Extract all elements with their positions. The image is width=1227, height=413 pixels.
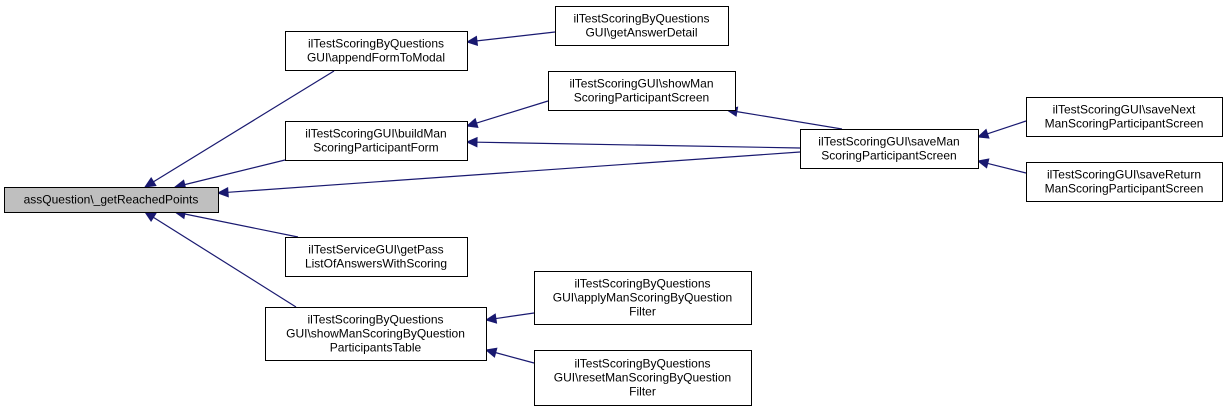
node-buildMan[interactable]: ilTestScoringGUI\buildManScoringParticip… — [285, 121, 468, 161]
node-label-line: GUI\getAnswerDetail — [585, 26, 697, 40]
edge-showManByQ-root — [153, 216, 297, 308]
arrowhead-resetFilter-showManByQ — [484, 347, 498, 358]
node-label-line: ilTestScoringGUI\saveReturn — [1047, 168, 1201, 182]
arrowhead-showMan-buildMan — [465, 117, 479, 128]
node-getAnswerDetail[interactable]: ilTestScoringByQuestionsGUI\getAnswerDet… — [555, 6, 729, 46]
node-box — [555, 6, 729, 46]
edge-getPass-root — [184, 213, 299, 238]
arrowhead-saveNext-saveMan — [976, 128, 990, 139]
node-box — [548, 71, 736, 111]
edge-saveNext-saveMan — [987, 120, 1027, 135]
edge-saveReturn-saveMan — [987, 162, 1027, 174]
node-box — [534, 350, 752, 406]
node-box — [285, 121, 468, 161]
node-saveNext[interactable]: ilTestScoringGUI\saveNextManScoringParti… — [1026, 97, 1223, 137]
node-label-line: ilTestScoringByQuestions — [573, 12, 709, 26]
node-label-line: GUI\applyManScoringByQuestion — [553, 291, 732, 305]
edge-buildMan-root — [184, 159, 286, 186]
node-label-line: Filter — [629, 385, 656, 399]
node-root[interactable]: assQuestion\_getReachedPoints — [4, 187, 219, 213]
node-label-line: ManScoringParticipantScreen — [1045, 117, 1204, 131]
edge-showMan-buildMan — [476, 100, 549, 124]
node-label-line: ilTestScoringByQuestions — [308, 37, 444, 51]
node-box — [1026, 162, 1223, 202]
node-label-line: ilTestServiceGUI\getPass — [308, 243, 443, 257]
arrowhead-saveReturn-saveMan — [976, 158, 990, 169]
edge-applyFilter-showManByQ — [495, 312, 535, 320]
node-label-line: ScoringParticipantForm — [313, 141, 438, 155]
node-label-line: Filter — [629, 305, 656, 319]
node-label-line: GUI\resetManScoringByQuestion — [554, 371, 731, 385]
node-saveMan[interactable]: ilTestScoringGUI\saveManScoringParticipa… — [800, 129, 979, 169]
node-getPass[interactable]: ilTestServiceGUI\getPassListOfAnswersWit… — [285, 237, 468, 277]
node-label-line: GUI\showManScoringByQuestion — [286, 327, 465, 341]
edge-appendForm-root — [153, 70, 335, 183]
node-appendForm[interactable]: ilTestScoringByQuestionsGUI\appendFormTo… — [285, 31, 468, 71]
node-box — [1026, 97, 1223, 137]
node-label-line: ScoringParticipantScreen — [574, 91, 709, 105]
node-label-line: ilTestScoringGUI\buildMan — [305, 127, 446, 141]
node-box — [285, 31, 468, 71]
arrowhead-applyFilter-showManByQ — [484, 313, 498, 324]
node-label-line: ScoringParticipantScreen — [821, 149, 956, 163]
node-label-line: ilTestScoringGUI\saveMan — [818, 135, 959, 149]
node-label-line: ParticipantsTable — [330, 341, 422, 355]
nodes-layer: assQuestion\_getReachedPoints ilTestScori… — [4, 6, 1223, 406]
node-box — [265, 307, 487, 361]
node-box — [285, 237, 468, 277]
node-label-line: ilTestScoringByQuestions — [307, 313, 443, 327]
node-label-line: ManScoringParticipantScreen — [1045, 182, 1204, 196]
node-label-line: ilTestScoringGUI\saveNext — [1053, 103, 1196, 117]
node-resetFilter[interactable]: ilTestScoringByQuestionsGUI\resetManScor… — [534, 350, 752, 406]
edge-saveMan-showMan — [736, 111, 843, 130]
node-showMan[interactable]: ilTestScoringGUI\showManScoringParticipa… — [548, 71, 736, 111]
node-showManByQ[interactable]: ilTestScoringByQuestionsGUI\showManScori… — [265, 307, 487, 361]
arrowhead-showManByQ-root — [143, 211, 157, 223]
node-applyFilter[interactable]: ilTestScoringByQuestionsGUI\applyManScor… — [534, 271, 752, 325]
node-label-line: ilTestScoringGUI\showMan — [569, 77, 713, 91]
node-label-line: ilTestScoringByQuestions — [574, 277, 710, 291]
arrowhead-saveMan-buildMan — [465, 136, 478, 148]
arrowhead-saveMan-root — [216, 187, 229, 198]
edge-getAnswerDetail-appendForm — [476, 31, 556, 42]
node-label-line: ilTestScoringByQuestions — [574, 357, 710, 371]
edge-saveMan-buildMan — [476, 141, 801, 149]
edge-saveMan-root — [227, 151, 801, 193]
node-saveReturn[interactable]: ilTestScoringGUI\saveReturnManScoringPar… — [1026, 162, 1223, 202]
node-label-line: GUI\appendFormToModal — [307, 51, 445, 65]
arrowhead-getAnswerDetail-appendForm — [465, 35, 479, 47]
arrowhead-appendForm-root — [143, 177, 157, 188]
node-label-line: ListOfAnswersWithScoring — [305, 257, 447, 271]
node-box — [534, 271, 752, 325]
edge-resetFilter-showManByQ — [495, 352, 535, 364]
node-label-line: assQuestion\_getReachedPoints — [24, 193, 199, 207]
node-box — [800, 129, 979, 169]
node-box — [4, 187, 219, 213]
